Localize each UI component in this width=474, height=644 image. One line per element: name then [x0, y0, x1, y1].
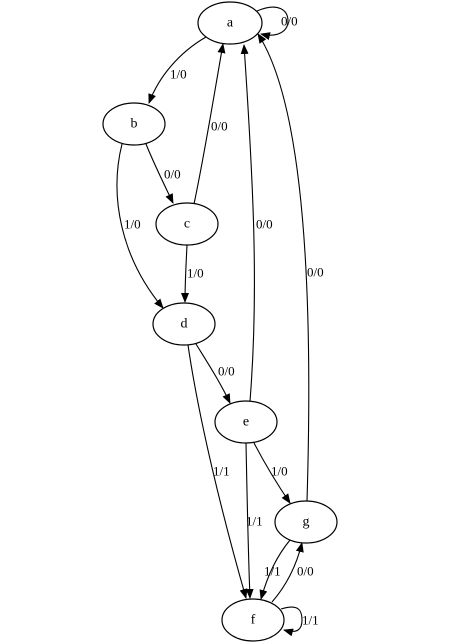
state-node-a: a — [197, 1, 263, 45]
edge-line-g-f — [259, 539, 291, 600]
edge-label-e-a: 0/0 — [256, 217, 273, 232]
state-node-g: g — [274, 500, 338, 544]
edge-label-e-g: 1/0 — [271, 464, 288, 479]
edge-line-d-e — [195, 343, 231, 404]
edge-f-g: 0/0 — [271, 542, 314, 603]
edge-g-f: 1/1 — [259, 539, 291, 600]
edge-a-a: 0/0 — [256, 6, 298, 40]
state-ellipse-c — [155, 202, 219, 246]
edge-g-a: 0/0 — [257, 33, 324, 502]
edge-line-f-g — [271, 542, 304, 603]
edge-label-f-f: 1/1 — [302, 613, 319, 628]
state-node-d: d — [152, 302, 216, 346]
edge-d-e: 0/0 — [195, 343, 235, 404]
edge-line-b-c — [145, 143, 174, 204]
edge-line-e-f — [245, 442, 254, 599]
edge-e-g: 1/0 — [253, 442, 291, 504]
edge-c-a: 0/0 — [193, 43, 228, 205]
edge-line-e-g — [253, 442, 291, 504]
edge-b-d: 1/0 — [116, 143, 164, 309]
state-label-d: d — [181, 317, 188, 332]
state-label-g: g — [303, 515, 310, 530]
edge-line-g-a — [257, 33, 310, 502]
state-ellipse-a — [197, 1, 263, 45]
edge-label-g-a: 0/0 — [307, 265, 324, 280]
edge-b-c: 0/0 — [145, 143, 181, 204]
edge-label-c-a: 0/0 — [211, 119, 228, 134]
edge-a-b: 1/0 — [148, 36, 207, 104]
edge-line-a-b — [148, 36, 207, 104]
edge-line-c-d — [181, 244, 190, 303]
nodes-layer: a b c d e g f — [102, 1, 338, 642]
state-ellipse-b — [102, 102, 166, 146]
state-node-f: f — [221, 598, 285, 642]
edge-line-e-a — [240, 44, 255, 402]
state-ellipse-g — [274, 500, 338, 544]
edge-label-a-a: 0/0 — [281, 14, 298, 29]
state-label-c: c — [184, 217, 190, 232]
edge-d-f: 1/1 — [187, 344, 248, 599]
edge-label-d-f: 1/1 — [213, 464, 230, 479]
edge-label-a-b: 1/0 — [170, 67, 187, 82]
edge-f-f: 1/1 — [280, 606, 319, 637]
state-ellipse-d — [152, 302, 216, 346]
edge-label-d-e: 0/0 — [218, 364, 235, 379]
state-ellipse-f — [221, 598, 285, 642]
edge-label-e-f: 1/1 — [246, 514, 263, 529]
edge-label-b-c: 0/0 — [164, 167, 181, 182]
state-label-b: b — [131, 117, 138, 132]
edge-label-b-d: 1/0 — [124, 217, 141, 232]
edge-line-d-f — [187, 344, 248, 599]
edge-line-f-f — [280, 606, 303, 637]
state-node-e: e — [214, 400, 278, 444]
state-ellipse-e — [214, 400, 278, 444]
edge-line-c-a — [193, 43, 226, 205]
edge-c-d: 1/0 — [181, 244, 204, 303]
edge-label-f-g: 0/0 — [297, 564, 314, 579]
edge-label-g-f: 1/1 — [264, 564, 281, 579]
state-label-a: a — [227, 16, 234, 31]
edge-line-b-d — [116, 143, 164, 309]
state-label-e: e — [243, 415, 249, 430]
edge-line-a-a — [256, 6, 289, 40]
state-label-f: f — [251, 613, 256, 628]
edges-layer: 0/0 1/0 0/0 1/0 0/0 1/0 0/0 1/1 0/0 1/0 1/1 0/0 1/1 0… — [116, 6, 324, 637]
edge-e-f: 1/1 — [245, 442, 263, 599]
edge-label-c-d: 1/0 — [187, 266, 204, 281]
state-node-b: b — [102, 102, 166, 146]
edge-e-a: 0/0 — [240, 44, 273, 402]
state-node-c: c — [155, 202, 219, 246]
